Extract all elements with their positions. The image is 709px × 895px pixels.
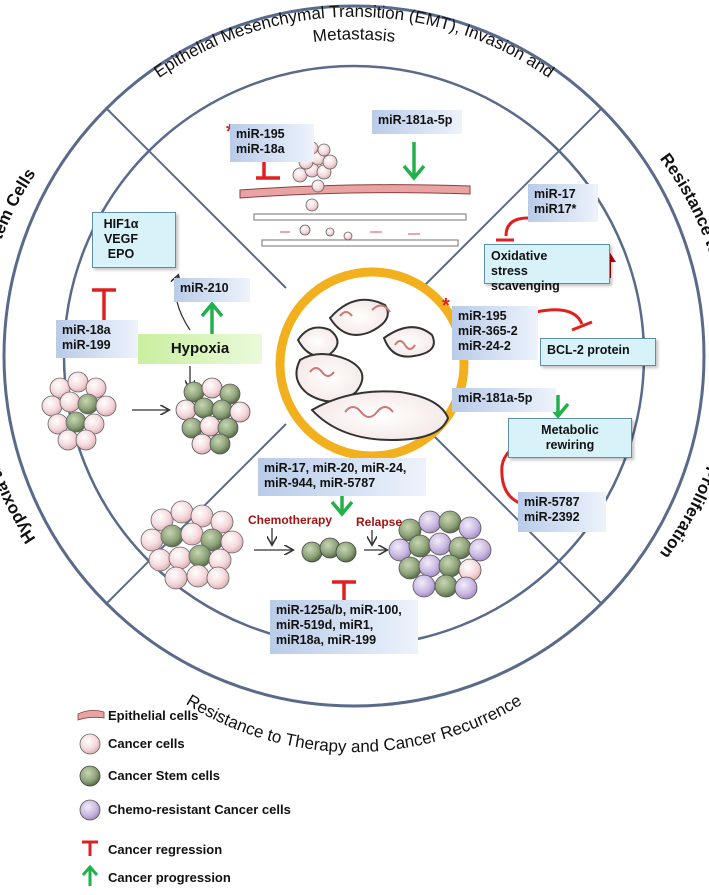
therapy-regression-mirs-box: miR-125a/b, miR-100, miR-519d, miR1, miR…	[270, 600, 418, 654]
hif-vegf-epo-box: HIF1α VEGF EPO	[92, 212, 176, 268]
apoptosis-mir181a-box: miR-181a-5p	[452, 388, 556, 412]
legend-label: Cancer progression	[108, 870, 231, 885]
green-arrow-up-icon	[81, 864, 99, 886]
inhibition-red-t-icon	[82, 840, 98, 856]
metabolic-rewiring-box: Metabolic rewiring	[508, 418, 632, 458]
legend-label: Cancer cells	[108, 736, 185, 751]
title-emt-line2: Metastasis	[312, 24, 397, 46]
promote-emt	[402, 142, 426, 181]
legend-label: Cancer Stem cells	[108, 768, 221, 783]
legend-label: Epithelial cells	[108, 708, 199, 723]
inhibit-oxidative	[496, 216, 529, 242]
inhibit-hif	[92, 288, 116, 320]
therapy-arrows	[254, 528, 386, 550]
mir17-box: miR-17 miR17*	[528, 184, 598, 222]
bcl2-protein-box: BCL-2 protein	[540, 338, 656, 366]
inhibit-therapy	[332, 580, 356, 600]
therapy-cluster-after	[388, 510, 492, 600]
mir210-box: miR-210	[174, 278, 250, 302]
oxidative-stress-box: Oxidative stress scavenging	[484, 244, 610, 293]
mir5787-mir2392-box: miR-5787 miR-2392	[518, 492, 606, 532]
hypoxia-cluster-before	[41, 371, 117, 451]
legend-label: Chemo-resistant Cancer cells	[108, 802, 291, 817]
hypoxia-cluster-after	[175, 377, 251, 455]
epithelial-cell-icon	[77, 710, 105, 721]
mir18a-mir199-box: miR-18a miR-199	[56, 320, 138, 358]
promote-hypoxia	[200, 301, 224, 336]
chemotherapy-label: Chemotherapy	[248, 513, 333, 527]
hypoxia-label: Hypoxia	[138, 334, 262, 364]
chemo-resistant-cell-icon	[79, 799, 101, 821]
cancer-cell-icon	[79, 733, 101, 755]
star-marker-emt: *	[226, 122, 234, 142]
mitochondria-center	[275, 267, 469, 461]
emt-mir195-box: miR-195 miR-18a	[230, 124, 314, 162]
mir195-mir365-box: miR-195 miR-365-2 miR-24-2	[452, 306, 538, 360]
inhibit-bcl2	[535, 308, 593, 332]
star-marker-apoptosis: *	[442, 295, 450, 317]
cancer-stem-cell-icon	[79, 765, 101, 787]
legend-icons	[77, 710, 105, 886]
therapy-stem-cells	[301, 537, 357, 563]
hif-vegf-epo-text: HIF1α VEGF EPO	[103, 217, 139, 261]
emt-mir181a-box: miR-181a-5p	[372, 110, 462, 134]
legend-label: Cancer regression	[108, 842, 223, 857]
therapy-cluster-before	[140, 500, 244, 590]
relapse-label: Relapse	[356, 515, 403, 529]
therapy-progression-mirs-box: miR-17, miR-20, miR-24, miR-944, miR-578…	[258, 458, 426, 496]
emt-epithelium	[239, 141, 471, 247]
